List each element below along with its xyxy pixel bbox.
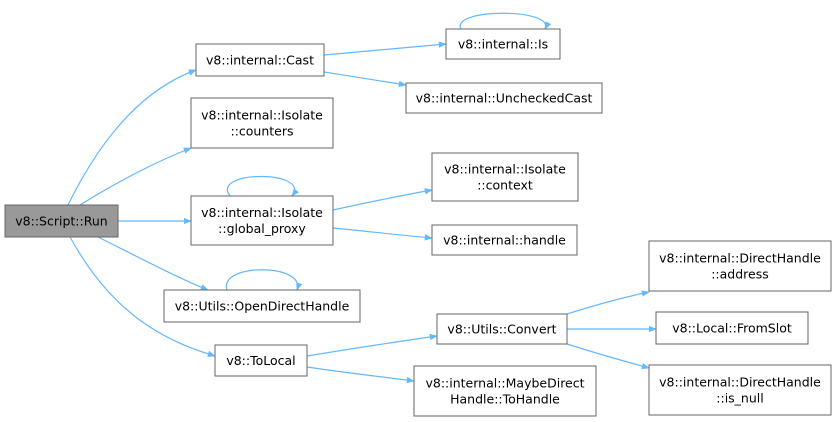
edge-cast-to-is xyxy=(323,41,447,56)
edge-run-to-opendh xyxy=(97,236,209,291)
edge-run-to-tolocal xyxy=(69,236,216,358)
node-context[interactable]: v8::internal::Isolate::context xyxy=(431,152,579,202)
node-box xyxy=(163,289,361,323)
node-box xyxy=(405,82,603,114)
node-box xyxy=(655,311,809,345)
edge-globalproxy-to-context xyxy=(332,188,433,211)
edge-is-to-is xyxy=(459,12,552,30)
node-label: v8::internal::UncheckedCast xyxy=(416,91,593,106)
node-label: Handle::ToHandle xyxy=(450,392,560,407)
node-label: v8::internal::Isolate xyxy=(201,205,323,220)
node-label: v8::internal::DirectHandle xyxy=(659,375,821,390)
node-box xyxy=(4,204,119,238)
node-convert[interactable]: v8::Utils::Convert xyxy=(436,313,568,345)
node-label: ::global_proxy xyxy=(218,221,306,236)
node-cast[interactable]: v8::internal::Cast xyxy=(195,43,325,77)
node-label: ::counters xyxy=(230,124,293,139)
node-label: v8::internal::Isolate xyxy=(201,108,323,123)
edge-globalproxy-to-globalproxy xyxy=(226,176,299,197)
node-label: ::is_null xyxy=(716,391,763,406)
node-label: v8::internal::Isolate xyxy=(444,162,566,177)
nodes-layer: v8::Script::Runv8::internal::Castv8::int… xyxy=(4,28,832,417)
edge-tolocal-to-convert xyxy=(306,333,438,357)
node-label: v8::Utils::OpenDirectHandle xyxy=(175,299,350,314)
node-label: v8::Local::FromSlot xyxy=(672,321,792,336)
edge-cast-to-unchecked xyxy=(323,71,407,88)
edge-tolocal-to-maybedh xyxy=(306,366,415,384)
node-maybedh[interactable]: v8::internal::MaybeDirectHandle::ToHandl… xyxy=(413,365,597,417)
edge-run-to-counters xyxy=(79,147,192,206)
node-label: v8::ToLocal xyxy=(226,353,295,368)
node-address[interactable]: v8::internal::DirectHandle::address xyxy=(648,240,832,292)
node-run[interactable]: v8::Script::Run xyxy=(4,204,119,238)
node-label: v8::internal::Cast xyxy=(206,53,314,68)
node-opendh[interactable]: v8::Utils::OpenDirectHandle xyxy=(163,289,361,323)
edge-run-to-cast xyxy=(67,69,197,206)
node-handle[interactable]: v8::internal::handle xyxy=(431,224,578,256)
node-unchecked[interactable]: v8::internal::UncheckedCast xyxy=(405,82,603,114)
node-box xyxy=(190,97,334,149)
node-box xyxy=(431,152,579,202)
node-label: v8::Utils::Convert xyxy=(447,322,556,337)
node-globalproxy[interactable]: v8::internal::Isolate::global_proxy xyxy=(190,195,334,246)
node-box xyxy=(648,240,832,292)
node-isnull[interactable]: v8::internal::DirectHandle::is_null xyxy=(648,364,832,416)
edge-convert-to-address xyxy=(566,290,650,315)
node-label: v8::internal::DirectHandle xyxy=(659,251,821,266)
node-label: v8::internal::Is xyxy=(458,37,548,52)
node-fromslot[interactable]: v8::Local::FromSlot xyxy=(655,311,809,345)
edges-layer xyxy=(67,12,657,384)
node-box xyxy=(195,43,325,77)
node-label: v8::internal::handle xyxy=(443,233,566,248)
node-box xyxy=(445,28,561,60)
node-label: v8::internal::MaybeDirect xyxy=(425,376,584,391)
node-box xyxy=(214,344,308,377)
node-box xyxy=(648,364,832,416)
node-box xyxy=(190,195,334,246)
edge-convert-to-isnull xyxy=(566,343,650,370)
node-is[interactable]: v8::internal::Is xyxy=(445,28,561,60)
node-box xyxy=(413,365,597,417)
node-box xyxy=(436,313,568,345)
node-label: ::context xyxy=(477,178,533,193)
node-label: ::address xyxy=(711,267,769,282)
node-label: v8::Script::Run xyxy=(15,214,107,229)
edge-globalproxy-to-handle xyxy=(332,227,433,241)
node-tolocal[interactable]: v8::ToLocal xyxy=(214,344,308,377)
node-box xyxy=(431,224,578,256)
edge-opendh-to-opendh xyxy=(225,269,303,291)
node-counters[interactable]: v8::internal::Isolate::counters xyxy=(190,97,334,149)
